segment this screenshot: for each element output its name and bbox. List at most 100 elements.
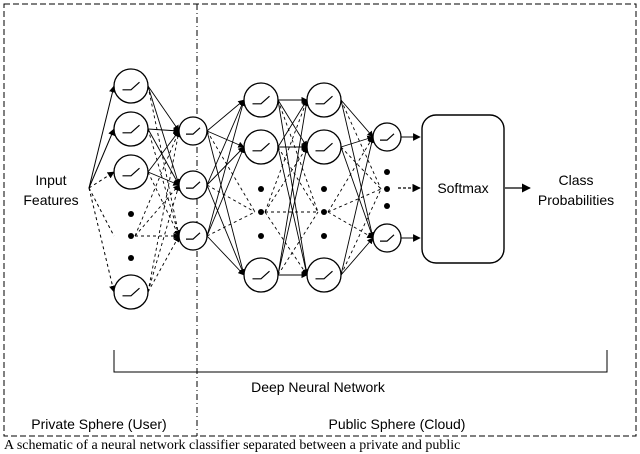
output-label-line2: Probabilities: [538, 192, 614, 208]
outer-frame: [3, 3, 637, 437]
input-connection: [88, 85, 116, 189]
layer-connection: [206, 130, 256, 213]
neuron-circle: [306, 257, 342, 293]
input-connection-hidden: [88, 187, 115, 237]
output-label-line1: Class: [558, 172, 593, 188]
ellipsis-dot: [258, 209, 264, 215]
neuron-circle: [113, 154, 149, 190]
layer-connection: [206, 211, 256, 237]
relu-activation-icon: [380, 234, 395, 242]
relu-activation-icon: [122, 167, 140, 177]
network-bracket: [113, 350, 608, 373]
ellipsis-dot: [258, 233, 264, 239]
figure-caption: A schematic of a neural network classifi…: [4, 438, 461, 453]
layer-connection: [340, 237, 374, 276]
layer-connection: [147, 127, 180, 134]
neuron: [113, 274, 149, 310]
relu-activation-icon: [122, 124, 140, 134]
neuron-circle: [243, 129, 279, 165]
layer-connection: [206, 99, 246, 237]
layer-connection: [206, 184, 245, 276]
layer-connection: [147, 85, 181, 186]
relu-activation-icon: [186, 181, 201, 189]
neuron: [372, 122, 402, 152]
layer-connection: [340, 146, 382, 190]
layer-connection: [147, 85, 180, 132]
ellipsis-dot: [321, 233, 327, 239]
neuron: [243, 82, 279, 118]
layer-connection: [147, 128, 181, 237]
layer-connection: [340, 146, 375, 239]
layer-connection: [147, 130, 180, 173]
layer-connection: [134, 184, 180, 237]
layer-connection: [147, 184, 181, 293]
relu-activation-icon: [252, 95, 270, 105]
relu-activation-icon: [122, 287, 140, 297]
layer-connection: [264, 99, 308, 213]
layer-connection: [206, 130, 246, 276]
layer-connection: [264, 146, 308, 213]
layer-connection: [206, 146, 245, 237]
layer-connection: [147, 128, 180, 186]
layer-connection: [206, 146, 245, 186]
layer-connection: [206, 99, 245, 132]
network-label: Deep Neural Network: [251, 379, 386, 395]
neuron-circle: [178, 221, 208, 251]
input-connection: [88, 128, 115, 189]
relu-activation-icon: [380, 133, 395, 141]
layer-connection: [206, 130, 245, 148]
layer-connection: [327, 188, 382, 213]
ellipsis-dot: [128, 211, 134, 217]
neuron: [113, 111, 149, 147]
ellipsis-dot: [384, 169, 390, 175]
relu-activation-icon: [122, 81, 140, 91]
neuron-circle: [243, 257, 279, 293]
relu-activation-icon: [252, 142, 270, 152]
neuron: [178, 116, 208, 146]
neuron: [372, 223, 402, 253]
relu-activation-icon: [252, 270, 270, 280]
ellipsis-dot: [321, 209, 327, 215]
relu-activation-icon: [315, 270, 333, 280]
layer-connection: [206, 235, 245, 276]
neuron: [113, 68, 149, 104]
neuron-circle: [243, 82, 279, 118]
input-label-line2: Features: [23, 192, 78, 208]
input-connection: [88, 171, 115, 189]
layer-connection: [340, 99, 374, 138]
softmax-label: Softmax: [437, 180, 488, 196]
neuron-circle: [306, 82, 342, 118]
layer-connection: [277, 99, 308, 148]
neuron: [178, 221, 208, 251]
ellipsis-dot: [128, 255, 134, 261]
layer-connection: [340, 136, 375, 276]
neuron-circle: [372, 122, 402, 152]
layer-connection: [264, 211, 308, 276]
neuron: [243, 257, 279, 293]
layer-connection: [147, 235, 180, 293]
neuron-circle: [372, 223, 402, 253]
layer-connection: [340, 99, 375, 239]
input-connection: [88, 187, 116, 293]
neuron-circle: [113, 68, 149, 104]
layer-connection: [340, 99, 382, 190]
neuron: [306, 129, 342, 165]
ellipsis-dot: [384, 203, 390, 209]
relu-activation-icon: [186, 232, 201, 240]
ellipsis-dot: [321, 186, 327, 192]
ellipsis-dot: [258, 186, 264, 192]
neuron-circle: [113, 111, 149, 147]
layer-connection: [206, 99, 245, 186]
neuron-circle: [178, 116, 208, 146]
neuron-circle: [306, 129, 342, 165]
network-connections: [88, 85, 421, 293]
relu-activation-icon: [186, 127, 201, 135]
neuron: [306, 257, 342, 293]
layer-connection: [327, 211, 374, 239]
layer-connection: [277, 146, 319, 213]
private-sphere-label: Private Sphere (User): [31, 416, 166, 432]
neuron: [113, 154, 149, 190]
neuron: [178, 170, 208, 200]
layer-connection: [134, 130, 180, 237]
